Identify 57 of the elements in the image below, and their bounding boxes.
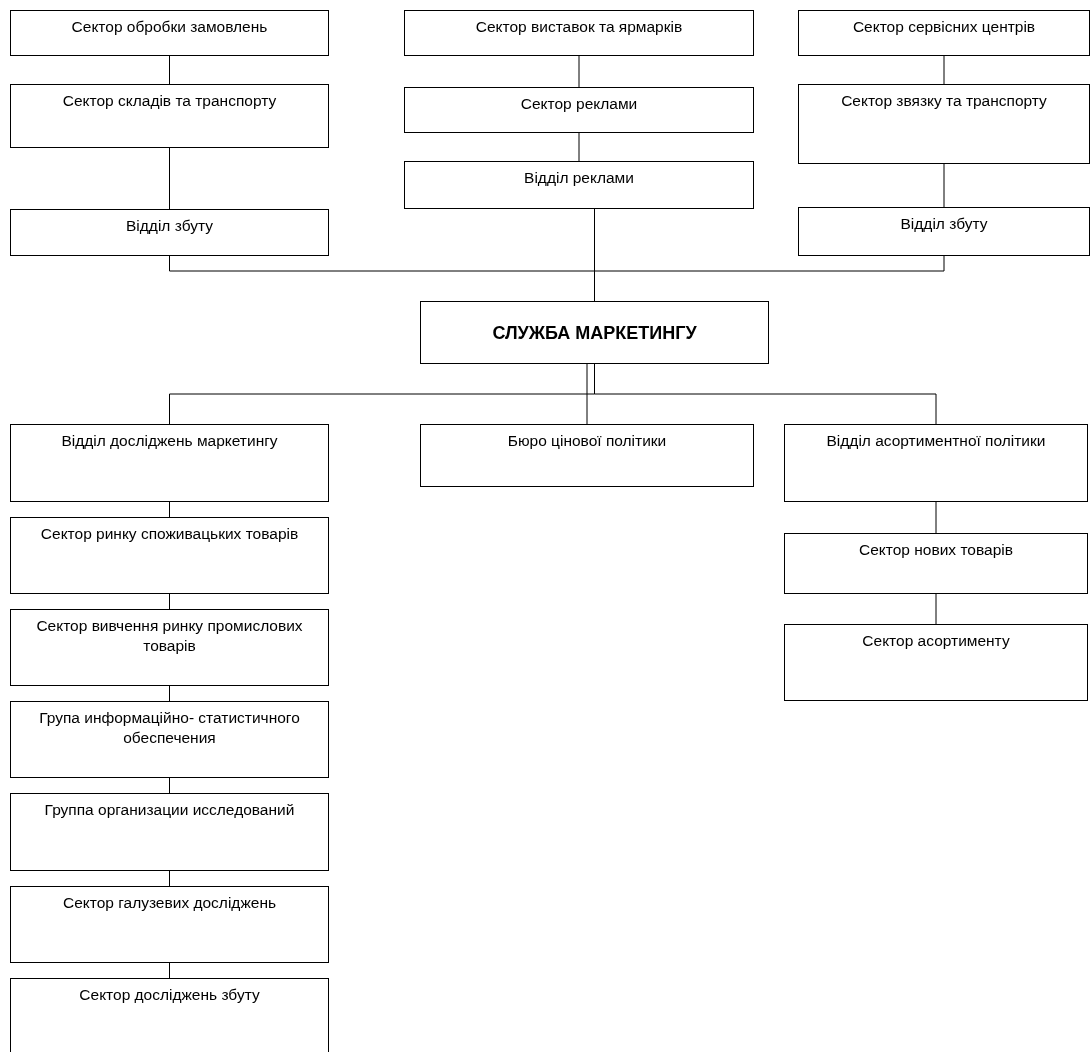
connector-line: [169, 685, 170, 702]
unit-box: [10, 84, 329, 148]
unit-name: СЛУЖБА МАРКЕТИНГУ: [492, 322, 697, 345]
unit-name: Бюро цінової політики: [507, 431, 667, 451]
unit-name: Сектор виставок та ярмарків: [475, 17, 683, 37]
connector-line: [169, 593, 170, 610]
unit-name: Сектор ринку споживацьких товарів: [40, 524, 299, 544]
unit-name: Сектор звязку та транспорту: [841, 91, 1047, 111]
unit-name: Відділ асортиментної політики: [826, 431, 1046, 451]
unit-box: [10, 424, 329, 502]
unit-name: Відділ реклами: [524, 168, 634, 188]
unit-box: [798, 84, 1090, 164]
unit-box: [784, 533, 1088, 594]
unit-name: Сектор реклами: [520, 94, 638, 114]
unit-box: [10, 209, 329, 256]
unit-box: [404, 161, 754, 209]
connector-line: [578, 132, 580, 162]
connector-line: [169, 777, 170, 794]
connector-line: [169, 870, 170, 887]
connector-line: [169, 962, 170, 979]
unit-box: [420, 424, 754, 487]
unit-box: [10, 609, 329, 686]
connector-line: [935, 593, 937, 625]
unit-box: [10, 517, 329, 594]
unit-box: [784, 624, 1088, 701]
unit-box: [798, 10, 1090, 56]
connector-line: [943, 55, 945, 85]
connector-line: [578, 55, 580, 88]
unit-name: Сектор вивчення ринку промислових товарів: [35, 616, 304, 657]
unit-box: [10, 701, 329, 778]
connector-line: [943, 163, 945, 208]
unit-name: Сектор складів та транспорту: [62, 91, 277, 111]
unit-name: Відділ досліджень маркетингу: [61, 431, 278, 451]
unit-name: Відділ збуту: [900, 214, 988, 234]
unit-box: [10, 978, 329, 1052]
connector-line: [935, 501, 937, 534]
connector-line: [586, 363, 588, 425]
unit-name: Сектор обробки замовлень: [71, 17, 268, 37]
connector-line: [169, 55, 170, 85]
main-unit-box: [420, 301, 769, 364]
unit-box: [404, 10, 754, 56]
unit-name: Сектор асортименту: [862, 631, 1010, 651]
unit-name: Сектор нових товарів: [859, 540, 1013, 560]
unit-box: [404, 87, 754, 133]
unit-name: Сектор досліджень збуту: [79, 985, 260, 1005]
unit-name: Группа организации исследований: [44, 800, 295, 820]
unit-name: Сектор сервісних центрів: [852, 17, 1036, 37]
unit-box: [798, 207, 1090, 256]
unit-box: [784, 424, 1088, 502]
connector-line: [169, 147, 170, 210]
connector-line: [169, 501, 170, 518]
unit-box: [10, 10, 329, 56]
unit-name: Сектор галузевих досліджень: [62, 893, 276, 913]
unit-box: [10, 793, 329, 871]
unit-name: Група информаційно- статистичного обеспечения: [38, 708, 301, 749]
unit-name: Відділ збуту: [126, 216, 213, 236]
unit-box: [10, 886, 329, 963]
